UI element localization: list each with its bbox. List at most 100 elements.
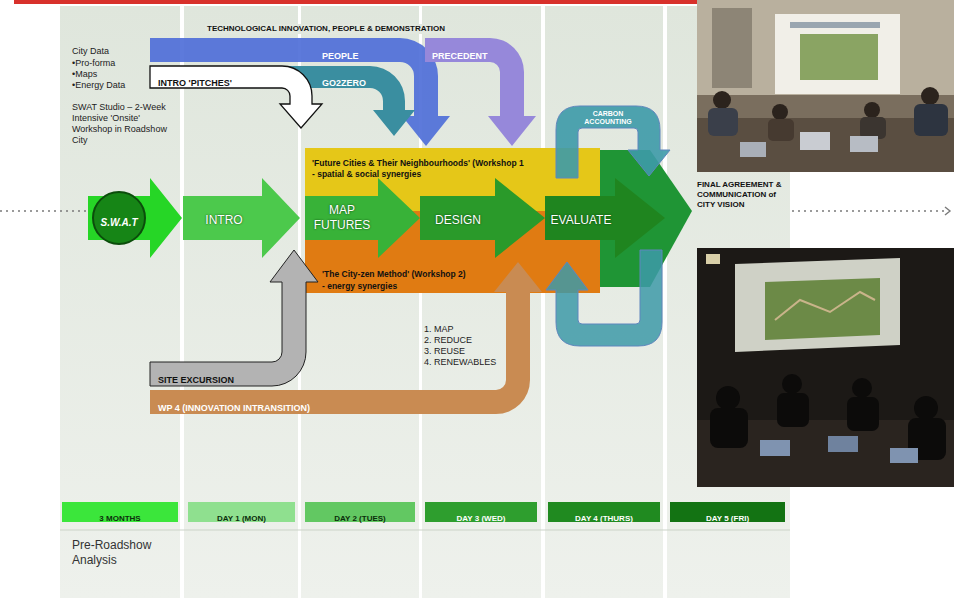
arrow-label: CARBON ACCOUNTING [580, 110, 636, 126]
arrow-label: INTRO 'PITCHES' [158, 78, 232, 89]
photo-person [852, 378, 872, 398]
stage-chevron: INTRO [183, 178, 300, 258]
stage-text: DESIGN [435, 212, 481, 228]
phase-column [545, 6, 663, 598]
data-heading-slot: City Data [72, 40, 172, 58]
day-label: DAY 5 (FRI) [706, 514, 749, 524]
section-heading-slot: TECHNOLOGICAL INNOVATION, PEOPLE & DEMON… [205, 17, 525, 35]
step-item: 4. RENEWABLES [424, 357, 496, 368]
logo-text: S.W.A.T [100, 217, 137, 229]
stage-chevron-outline [88, 178, 182, 258]
stage-text-slot: INTRO [188, 210, 260, 228]
photo-slide-image [800, 34, 878, 80]
stage-chevron-outline [183, 178, 300, 258]
input-arrow-outline [425, 38, 536, 146]
day-box: DAY 1 (MON) [188, 502, 295, 522]
band-text-slot: 'The City-zen Method' (Workshop 2) [322, 263, 522, 281]
photo-person [847, 397, 879, 431]
photo-person [860, 117, 886, 139]
stage-text: MAP FUTURES [306, 203, 378, 233]
timeline-arrowhead [945, 207, 950, 215]
photo-person [777, 393, 809, 427]
stage-text-slot: DESIGN [422, 210, 494, 228]
phase-column [184, 6, 298, 598]
input-arrow-outline [150, 38, 450, 146]
photo-laptop [740, 142, 766, 157]
arrow-label-slot: PRECEDENT [432, 45, 498, 63]
day-label-slot: 3 MONTHS [62, 507, 178, 525]
day-label-slot: DAY 5 (FRI) [670, 507, 785, 525]
input-arrow-outline [150, 66, 322, 128]
step-item: 1. MAP [424, 324, 454, 335]
stage-chevron: DESIGN [420, 178, 545, 258]
photo-ground [697, 0, 954, 172]
photo-screen [735, 258, 900, 352]
photo-screen [775, 14, 900, 94]
arrow-label-slot: WP 4 (INNOVATION INTRANSITION) [158, 397, 378, 415]
stage-text: EVALUATE [551, 212, 612, 228]
photo-laptop [800, 132, 830, 150]
day-label-slot: DAY 1 (MON) [188, 507, 295, 525]
stage-chevron: EVALUATE [545, 178, 665, 258]
data-item: •Pro-forma [72, 58, 115, 69]
feedback-loop-arrow [546, 250, 662, 346]
arrow-label-slot: SITE EXCURSION [158, 369, 268, 387]
stage-chevron: MAP FUTURES [305, 178, 420, 258]
stage-text-slot: MAP FUTURES [306, 203, 378, 233]
photo-lamp [706, 254, 720, 264]
arrow-label: SITE EXCURSION [158, 375, 234, 386]
photo-slide-image [775, 292, 875, 320]
photo-person [708, 108, 738, 136]
arrow-label-slot: CARBON ACCOUNTING [580, 110, 636, 128]
input-arrow-shape [150, 248, 320, 388]
input-arrow: SITE EXCURSION [150, 248, 320, 388]
photo-wall [697, 0, 954, 95]
stage-chevron-outline [545, 178, 665, 258]
workshop-photo [697, 248, 954, 487]
band-text: - energy synergies [322, 281, 397, 292]
photo-person [716, 386, 740, 410]
day-box: DAY 4 (THURS) [548, 502, 660, 522]
logo-ring [93, 192, 145, 244]
photo-person [772, 104, 788, 120]
day-label-slot: DAY 3 (WED) [425, 507, 537, 525]
input-arrow-shape [150, 64, 324, 130]
input-arrow: INTRO 'PITCHES' [150, 64, 324, 130]
phase-note: Pre-Roadshow Analysis [72, 538, 177, 568]
outcome-note: FINAL AGREEMENT & COMMUNICATION of CITY … [697, 180, 783, 210]
input-arrow-outline [150, 250, 318, 386]
photo-laptop [850, 136, 878, 152]
band-text: 'The City-zen Method' (Workshop 2) [322, 269, 466, 280]
photo-person [713, 91, 731, 109]
input-arrow: PRECEDENT [425, 36, 537, 148]
workshop-photo [697, 0, 954, 172]
day-box: DAY 5 (FRI) [670, 502, 785, 522]
photo-door [712, 8, 752, 88]
arrow-label: WP 4 (INNOVATION INTRANSITION) [158, 403, 310, 414]
row-rule [60, 530, 790, 531]
photo-slide-title [790, 22, 880, 28]
photo-person [914, 104, 948, 136]
workshop-note-slot: SWAT Studio – 2-Week Intensive 'Onsite' … [72, 102, 176, 147]
band-text: - spatial & social synergies [312, 169, 421, 180]
stage-chevron-outline [420, 178, 545, 258]
band-text: 'Future Cities & Their Neighbourhoods' (… [312, 158, 524, 169]
step-item: 3. REUSE [424, 346, 465, 357]
arrow-label-slot: INTRO 'PITCHES' [158, 72, 273, 90]
photo-laptop [890, 448, 918, 463]
photo-person [710, 408, 748, 448]
photo-ground [697, 248, 954, 487]
photo-person [768, 119, 794, 141]
stage-text: INTRO [205, 212, 242, 228]
workshop-note: SWAT Studio – 2-Week Intensive 'Onsite' … [72, 102, 176, 146]
data-heading: City Data [72, 46, 109, 57]
day-box: DAY 2 (TUES) [305, 502, 415, 522]
day-label-slot: DAY 4 (THURS) [548, 507, 660, 525]
input-arrow-outline [150, 262, 542, 414]
arrow-label-slot: GO2ZERO [322, 72, 382, 90]
photo-person [914, 396, 938, 420]
photo-person [782, 374, 802, 394]
